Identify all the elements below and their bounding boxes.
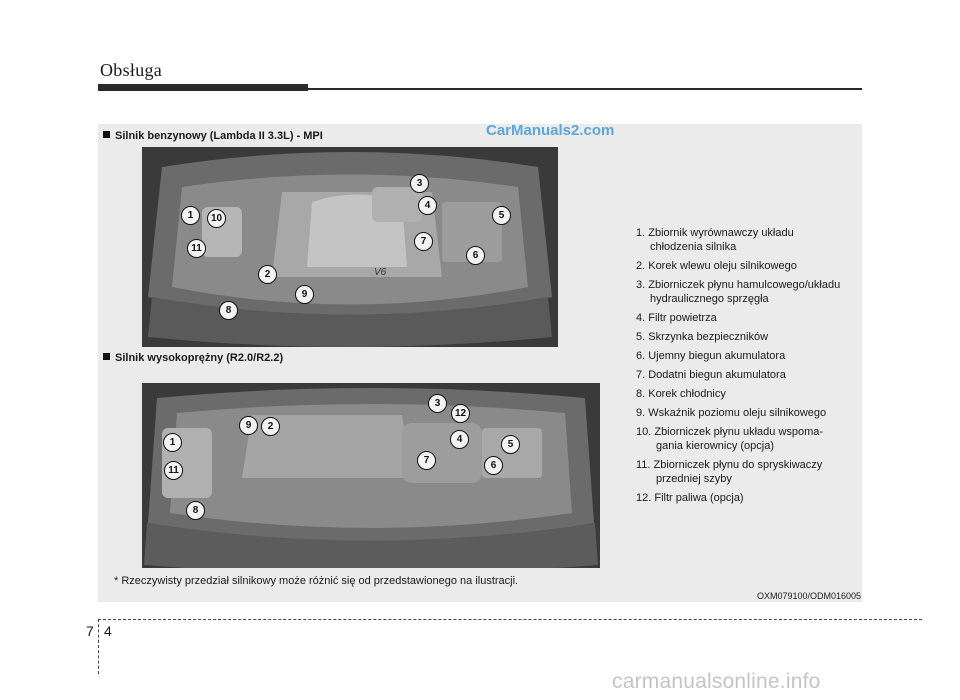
engine-v6-badge: V6 xyxy=(374,267,387,278)
legend-item: 2. Korek wlewu oleju silnikowego xyxy=(636,260,797,272)
bullet-square-icon xyxy=(103,131,110,138)
figure-code: OXM079100/ODM016005 xyxy=(756,591,861,601)
section-header-title: Obsługa xyxy=(100,60,163,80)
legend-item: 8. Korek chłodnicy xyxy=(636,388,726,400)
legend-item: 4. Filtr powietrza xyxy=(636,312,717,324)
legend-item: 6. Ujemny biegun akumulatora xyxy=(636,350,786,362)
petrol-engine-image: V6 xyxy=(142,147,558,347)
diesel-engine-image xyxy=(142,383,600,568)
page-number: 4 xyxy=(104,623,112,639)
legend-item: 7. Dodatni biegun akumulatora xyxy=(636,369,786,381)
bullet-square-icon xyxy=(103,353,110,360)
footer-divider-vertical xyxy=(98,619,99,674)
header-rule-thin xyxy=(308,88,862,90)
legend-item: 10. Zbiorniczek płynu układu wspoma-gani… xyxy=(636,426,824,452)
watermark-text[interactable]: CarManuals2.com xyxy=(486,122,615,139)
footer-url-watermark[interactable]: carmanualsonline.info xyxy=(612,670,821,693)
footnote-text: * Rzeczywisty przedział silnikowy może r… xyxy=(114,575,519,587)
header-rule-thick xyxy=(98,84,308,91)
page-chapter: 7 xyxy=(86,623,94,639)
legend-item: 5. Skrzynka bezpieczników xyxy=(636,331,769,343)
section-title-petrol: Silnik benzynowy (Lambda II 3.3L) - MPI xyxy=(103,130,323,142)
section-title-diesel: Silnik wysokoprężny (R2.0/R2.2) xyxy=(103,352,283,364)
legend-item: 9. Wskaźnik poziomu oleju silnikowego xyxy=(636,407,827,419)
legend-item: 12. Filtr paliwa (opcja) xyxy=(636,492,744,504)
footer-divider xyxy=(98,619,922,620)
